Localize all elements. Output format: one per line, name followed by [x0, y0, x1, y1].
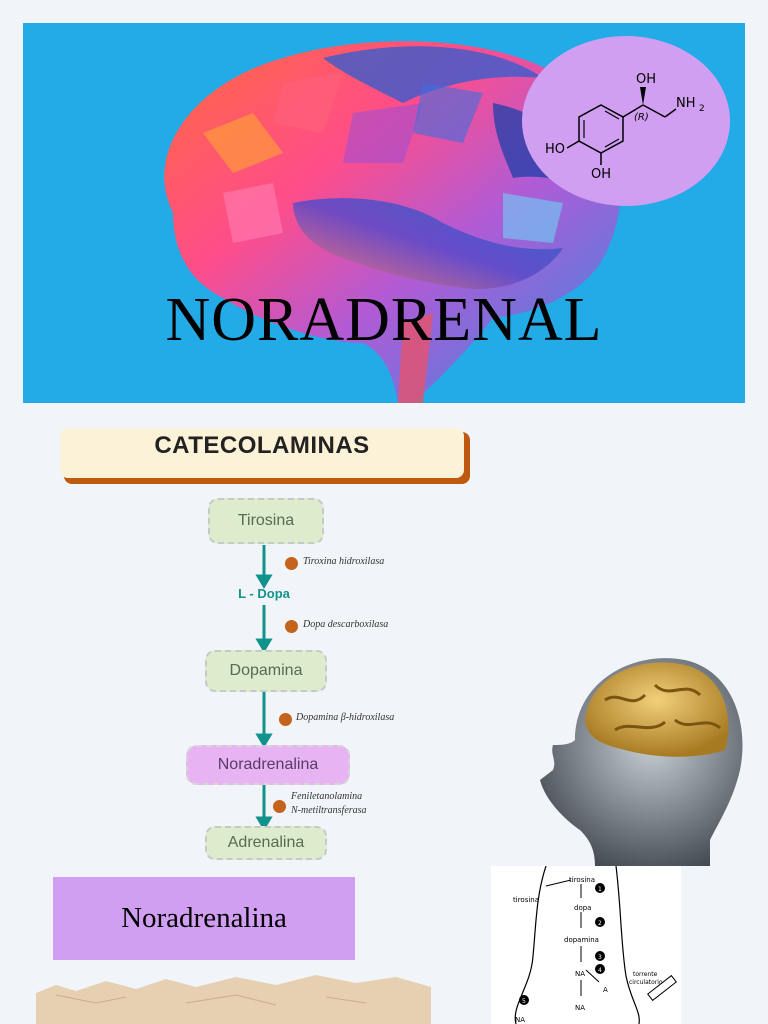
enzyme-icon [273, 800, 286, 813]
label-dopamina: dopamina [564, 936, 599, 944]
label-na-3: NA [515, 1016, 525, 1024]
human-head-brain-image [540, 658, 743, 866]
label-tirosina-left: tirosina [513, 896, 539, 904]
oh-bottom-label: OH [591, 167, 611, 182]
catecolaminas-header: CATECOLAMINAS [60, 428, 472, 488]
enzyme-label: Dopamina β-hidroxilasa [296, 712, 395, 723]
enzyme-label-line1: Feniletanolamina [291, 791, 363, 802]
label-circulatorio: circulatorio [629, 979, 663, 986]
noradrenalina-title: Noradrenalina [121, 902, 287, 934]
enzyme-label-line2: N-metiltransferasa [291, 805, 367, 816]
synapse-diagram: tirosina tirosina dopa dopamina NA A tor… [491, 866, 681, 1024]
step-number: 4 [598, 967, 602, 974]
header-card: CATECOLAMINAS [60, 428, 464, 478]
step-number: 3 [598, 954, 602, 961]
enzyme-label: Feniletanolamina N-metiltransferasa [291, 790, 367, 818]
step-label: Tirosina [237, 512, 295, 529]
pathway-arrows [255, 545, 273, 830]
noradrenalina-label-box: Noradrenalina [53, 877, 355, 960]
nh2-label: NH [676, 96, 696, 111]
label-na-2: NA [575, 1004, 585, 1012]
step-adrenalina: Adrenalina [205, 826, 327, 860]
noradrenaline-molecule-diagram: OH NH 2 (R) HO OH [522, 36, 730, 206]
synapse-drawing: tirosina tirosina dopa dopamina NA A tor… [513, 866, 677, 1024]
step-noradrenalina: Noradrenalina [186, 745, 350, 785]
stereo-label: (R) [634, 112, 649, 123]
enzyme-icon [279, 713, 292, 726]
enzyme-label: Tiroxina hidroxilasa [303, 556, 385, 567]
step-number: 2 [598, 920, 602, 927]
step-number: 5 [522, 998, 526, 1005]
header-label: CATECOLAMINAS [154, 432, 370, 459]
label-dopa: dopa [574, 904, 591, 912]
step-label: Adrenalina [227, 834, 305, 851]
step-label: Noradrenalina [217, 756, 319, 773]
step-l-dopa: L - Dopa [238, 586, 290, 601]
torn-paper-decoration [36, 975, 431, 1024]
enzyme-icon [285, 620, 298, 633]
brain-illustration [164, 41, 621, 403]
page-title: NORADRENAL [165, 286, 603, 354]
nh2-subscript: 2 [699, 104, 705, 114]
label-a: A [603, 986, 608, 994]
enzyme-icon [285, 557, 298, 570]
enzyme-label: Dopa descarboxilasa [303, 619, 389, 630]
step-label: Dopamina [229, 662, 303, 679]
label-na: NA [575, 970, 585, 978]
label-tirosina-top: tirosina [569, 876, 595, 884]
header-banner: OH NH 2 (R) HO OH NORADRENAL [23, 23, 745, 403]
step-tirosina: Tirosina [208, 498, 324, 544]
ho-left-label: HO [545, 142, 565, 157]
step-number: 1 [598, 886, 602, 893]
oh-top-label: OH [636, 72, 656, 87]
step-dopamina: Dopamina [205, 650, 327, 692]
label-torrente: torrente [633, 971, 658, 978]
